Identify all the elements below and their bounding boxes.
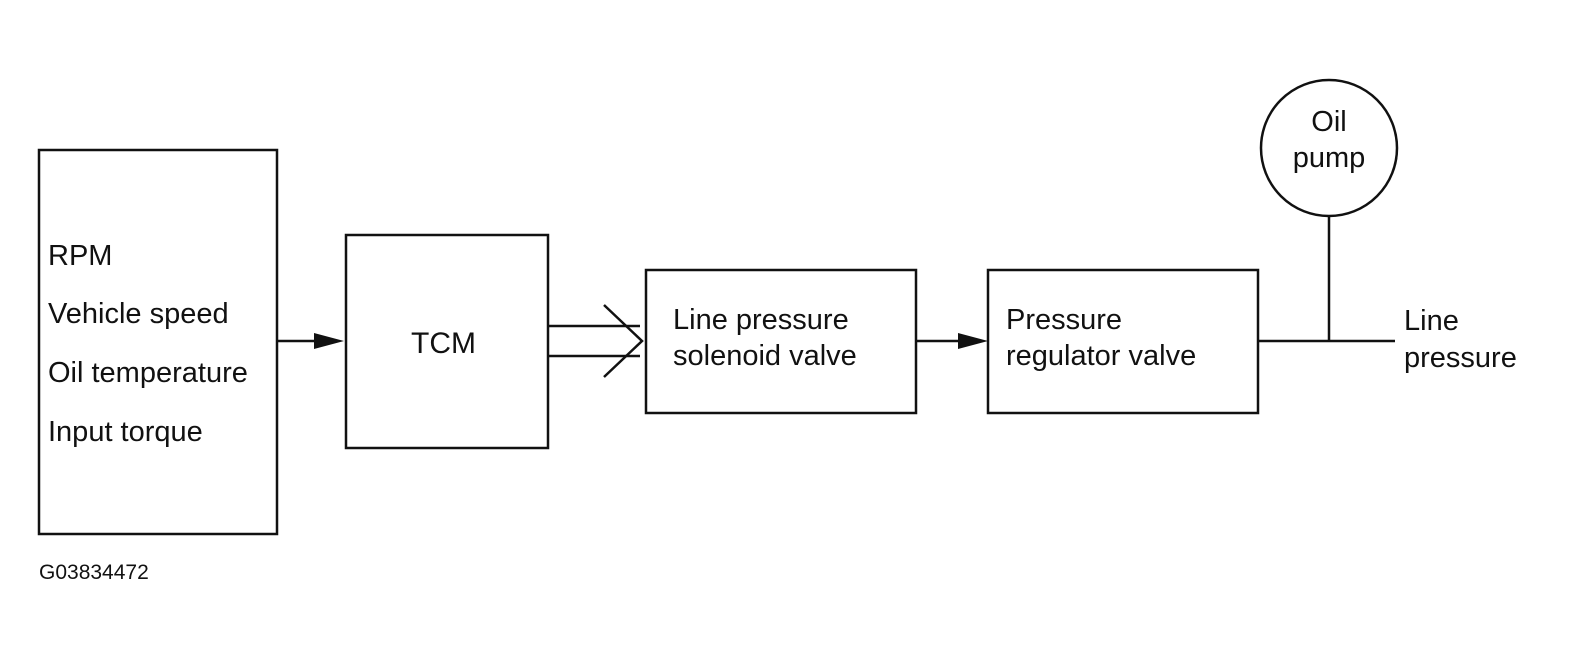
regulator-valve-label-line1: Pressure (1006, 304, 1123, 336)
input-label-rpm: RPM (48, 240, 113, 272)
tcm-label: TCM (411, 327, 476, 360)
line-pressure-label-line2: pressure (1404, 342, 1517, 374)
solenoid-valve-label-line2: solenoid valve (673, 340, 857, 372)
inputs-box (37, 148, 279, 536)
input-label-input-torque: Input torque (48, 416, 203, 448)
figure-code: G03834472 (39, 561, 149, 584)
open-arrowhead-icon (603, 304, 644, 378)
oil-pump-label-line2: pump (1292, 142, 1366, 174)
arrowhead-icon (314, 333, 344, 349)
input-label-vehicle-speed: Vehicle speed (48, 298, 229, 330)
oil-pump-label-line1: Oil (1311, 106, 1347, 138)
line-pressure-label-line1: Line (1404, 305, 1459, 337)
solenoid-valve-label-line1: Line pressure (673, 304, 849, 336)
input-label-oil-temperature: Oil temperature (48, 357, 248, 389)
regulator-valve-label-line2: regulator valve (1006, 340, 1197, 372)
tcm-box (344, 233, 550, 450)
arrowhead-icon (958, 333, 988, 349)
